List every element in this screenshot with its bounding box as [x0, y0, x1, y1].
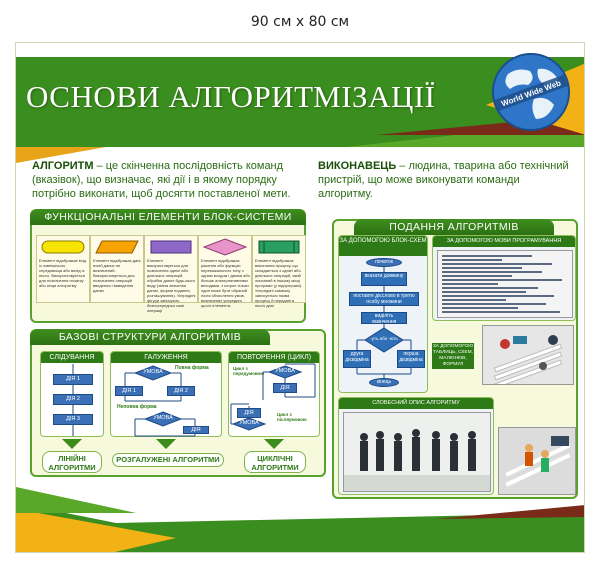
loop-caption: ЦИКЛІЧНІ АЛГОРИТМИ: [244, 451, 306, 473]
algorithm-text: – це скінченна послідовність команд (вка…: [32, 160, 291, 200]
branching-condition-full: УМОВА: [143, 369, 163, 375]
verbal-method-title: СЛОВЕСНИЙ ОПИС АЛГОРИТМУ: [339, 398, 493, 409]
loop-condition-post: УМОВА: [239, 420, 259, 426]
branching-block: ГАЛУЖЕННЯ Повна форма УМОВА ДІЯ 1 ДІЯ 2 …: [110, 351, 222, 437]
branching-condition-partial: УМОВА: [153, 415, 173, 421]
flowchart-branch-left: друга дієвідміна: [343, 350, 371, 368]
functional-elements-title: ФУНКЦІОНАЛЬНІ ЕЛЕМЕНТИ БЛОК-СИСТЕМИ: [30, 209, 306, 225]
poster-title: ОСНОВИ АЛГОРИТМІЗАЦІЇ: [26, 79, 436, 114]
element-decision-text: Елемент відображає рішення або функцію п…: [201, 258, 250, 308]
flowchart-condition: -уть або -ють: [370, 336, 398, 341]
crosswalk-image: [482, 325, 574, 385]
tables-method: ЗА ДОПОМОГОЮ ТАБЛИЦЬ, СХЕМ, МАЛЮНКІВ, ФО…: [432, 325, 576, 393]
executor-definition: ВИКОНАВЕЦЬ – людина, тварина або технічн…: [318, 159, 574, 201]
branching-title: ГАЛУЖЕННЯ: [111, 352, 221, 363]
flowchart-step-3: виділіть закінчення: [361, 312, 407, 325]
verbal-method: СЛОВЕСНИЙ ОПИС АЛГОРИТМУ: [338, 397, 494, 495]
sequence-arrow-icon: [62, 439, 82, 449]
subprocess-shape-icon: [258, 240, 300, 254]
loop-title: ПОВТОРЕННЯ (ЦИКЛ): [229, 352, 319, 363]
globe-icon: World Wide Web: [492, 53, 570, 131]
functional-elements-panel: ФУНКЦІОНАЛЬНІ ЕЛЕМЕНТИ БЛОК-СИСТЕМИ Елем…: [30, 209, 306, 323]
meeting-photo: [343, 412, 491, 492]
flowchart-branch-right: перша дієвідміна: [397, 350, 425, 368]
loop-arrow-icon: [264, 439, 284, 449]
poster-size-label: 90 см x 80 см: [250, 14, 350, 30]
element-terminator-text: Елемент відображає вхід із зовнішнього с…: [39, 258, 87, 288]
element-data-text: Елемент відображає дані, носій даних не …: [93, 258, 142, 293]
sequence-caption: ЛІНІЙНІ АЛГОРИТМИ: [42, 451, 102, 473]
business-people-icon: [344, 429, 490, 491]
branching-partial-action: ДІЯ: [183, 426, 209, 434]
branching-partial-label: Неповна форма: [117, 404, 157, 410]
flowchart-method: ЗА ДОПОМОГОЮ БЛОК-СХЕМ початок вказати д…: [338, 235, 428, 393]
flowchart-step-1: вказати довжину: [361, 272, 407, 286]
element-data: Елемент відображає дані, носій даних не …: [90, 235, 144, 303]
element-decision: Елемент відображає рішення або функцію п…: [198, 235, 252, 308]
basic-structures-panel: БАЗОВІ СТРУКТУРИ АЛГОРИТМІВ СЛІДУВАННЯ Д…: [30, 329, 326, 477]
flowchart-step-2: поставте дієслово в третю особу множини: [349, 292, 419, 306]
loop-diagram: [230, 363, 316, 431]
branching-caption: РОЗГАЛУЖЕНІ АЛГОРИТМИ: [112, 453, 224, 467]
representation-panel: ПОДАННЯ АЛГОРИТМІВ ЗА ДОПОМОГОЮ БЛОК-СХЕ…: [332, 219, 578, 499]
loop-pre-label: Цикл з передумовою: [233, 366, 265, 376]
element-terminator: Елемент відображає вхід із зовнішнього с…: [36, 235, 90, 303]
executor-term: ВИКОНАВЕЦЬ: [318, 160, 397, 172]
sequence-block: СЛІДУВАННЯ ДІЯ 1 ДІЯ 2 ДІЯ 3: [40, 351, 104, 437]
flowchart-end: кінець: [369, 378, 399, 387]
branching-action-1: ДІЯ 1: [115, 386, 143, 396]
poster: ОСНОВИ АЛГОРИТМІЗАЦІЇ World Wide Web АЛГ…: [15, 42, 585, 553]
kids-crossing-illustration-icon: [505, 436, 571, 487]
element-subprocess-text: Елемент відображає виконання процесу, що…: [255, 258, 303, 308]
sequence-connectors: [72, 364, 74, 436]
loop-condition-pre: УМОВА: [275, 368, 295, 374]
data-shape-icon: [95, 240, 139, 254]
code-window: [437, 250, 573, 318]
basic-structures-title: БАЗОВІ СТРУКТУРИ АЛГОРИТМІВ: [30, 329, 270, 345]
sequence-action-3: ДІЯ 3: [53, 414, 93, 425]
decision-shape-icon: [202, 238, 248, 256]
loop-action-pre: ДІЯ: [273, 383, 297, 393]
branching-diagram: [124, 365, 196, 437]
program-method: ЗА ДОПОМОГОЮ МОВИ ПРОГРАМУВАННЯ: [432, 235, 576, 321]
loop-post-label: Цикл з післяумовою: [277, 412, 307, 422]
element-process-text: Елемент використовується для позначення …: [147, 258, 196, 313]
element-process: Елемент використовується для позначення …: [144, 235, 198, 313]
loop-action-post: ДІЯ: [237, 408, 261, 418]
sequence-title: СЛІДУВАННЯ: [41, 352, 103, 363]
process-shape-icon: [150, 240, 192, 254]
sequence-action-2: ДІЯ 2: [53, 394, 93, 405]
branching-action-2: ДІЯ 2: [167, 386, 195, 396]
representation-title: ПОДАННЯ АЛГОРИТМІВ: [354, 219, 554, 235]
flowchart-start: початок: [366, 258, 402, 267]
flowchart-method-title: ЗА ДОПОМОГОЮ БЛОК-СХЕМ: [339, 236, 427, 256]
sequence-action-1: ДІЯ 1: [53, 374, 93, 385]
tables-method-title: ЗА ДОПОМОГОЮ ТАБЛИЦЬ, СХЕМ, МАЛЮНКІВ, ФО…: [432, 343, 474, 369]
terminator-shape-icon: [41, 240, 85, 254]
kids-crossing-image: [498, 427, 576, 495]
executor-text: – людина, тварина або технічний пристрій…: [318, 160, 569, 200]
program-method-title: ЗА ДОПОМОГОЮ МОВИ ПРОГРАМУВАННЯ: [433, 236, 575, 247]
flowchart-connectors: [356, 266, 412, 378]
algorithm-term: АЛГОРИТМ: [32, 160, 94, 172]
loop-block: ПОВТОРЕННЯ (ЦИКЛ) Цикл з передумовою УМО…: [228, 351, 320, 437]
branching-arrow-icon: [156, 439, 176, 449]
crosswalk-illustration-icon: [493, 335, 563, 384]
element-subprocess: Елемент відображає виконання процесу, що…: [252, 235, 306, 308]
algorithm-definition: АЛГОРИТМ – це скінченна послідовність ко…: [32, 159, 304, 201]
branching-full-label: Повна форма: [175, 365, 209, 371]
